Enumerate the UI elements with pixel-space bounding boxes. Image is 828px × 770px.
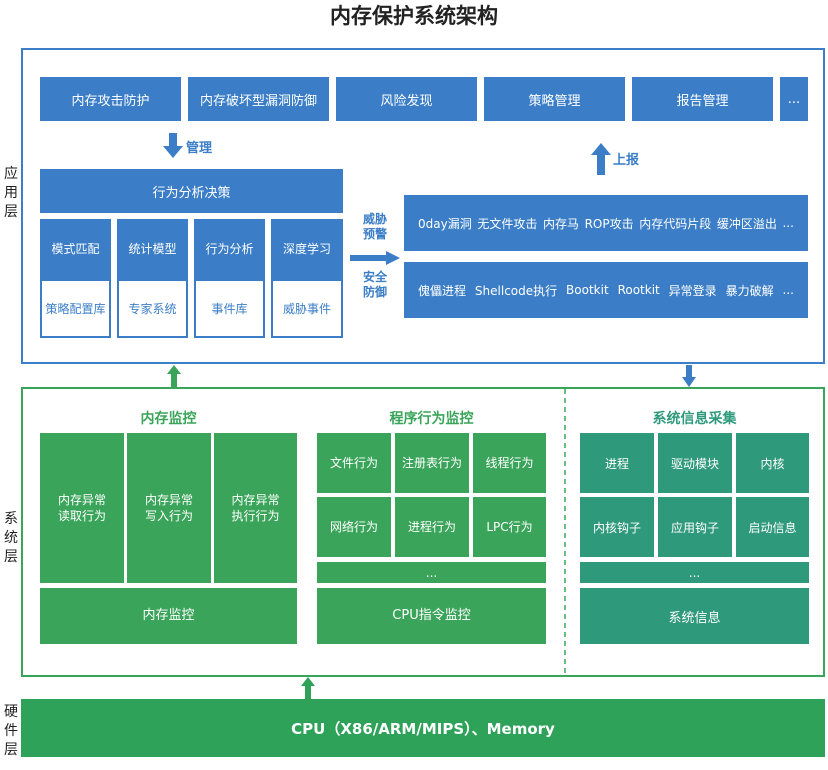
down-arrow-sysinfo <box>682 365 696 387</box>
defense-item: 傀儡进程 <box>418 283 467 298</box>
analysis-head-pattern: 模式匹配 <box>40 219 111 277</box>
top-item-more: ... <box>780 77 808 121</box>
registry-behavior-box: 注册表行为 <box>395 433 469 493</box>
analysis-cell-event-lib: 事件库 <box>196 281 263 336</box>
memory-exec-box: 内存异常 执行行为 <box>214 433 297 583</box>
driver-module-box: 驱动模块 <box>658 433 732 493</box>
hardware-bar: CPU（X86/ARM/MIPS）、Memory <box>21 699 825 757</box>
top-item-vuln-defense: 内存破坏型漏洞防御 <box>188 77 329 121</box>
top-item-policy-management: 策略管理 <box>484 77 625 121</box>
analysis-head-deep-learning: 深度学习 <box>271 219 343 277</box>
threat-item: 0day漏洞 <box>418 216 472 231</box>
decision-title-box: 行为分析决策 <box>40 169 343 213</box>
system-info-footer: 系统信息 <box>580 588 809 644</box>
program-monitor-title: 程序行为监控 <box>389 411 474 427</box>
report-label: 上报 <box>613 153 640 168</box>
right-arrow <box>350 251 400 265</box>
boot-info-box: 启动信息 <box>736 497 809 557</box>
process-behavior-box: 进程行为 <box>395 497 469 557</box>
thread-behavior-box: 线程行为 <box>473 433 546 493</box>
dashed-divider <box>564 389 566 675</box>
threat-item: ... <box>782 216 794 230</box>
kernel-box: 内核 <box>736 433 809 493</box>
analysis-head-behavior: 行为分析 <box>194 219 265 277</box>
threat-row: 0day漏洞 无文件攻击 内存马 ROP攻击 内存代码片段 缓冲区溢出 ... <box>404 195 808 251</box>
analysis-cell-expert-system: 专家系统 <box>119 281 186 336</box>
top-item-memory-attack: 内存攻击防护 <box>40 77 181 121</box>
threat-item: 内存代码片段 <box>639 216 712 231</box>
process-box: 进程 <box>580 433 654 493</box>
app-hook-box: 应用钩子 <box>658 497 732 557</box>
defense-item: Bootkit <box>566 283 609 297</box>
analysis-cell-threat-event: 威胁事件 <box>273 281 341 336</box>
report-arrow <box>591 143 611 175</box>
manage-label: 管理 <box>186 141 213 156</box>
analysis-head-statistics: 统计模型 <box>117 219 188 277</box>
diagram-title: 内存保护系统架构 <box>330 4 498 28</box>
program-ellipsis-box: ... <box>317 562 546 583</box>
network-behavior-box: 网络行为 <box>317 497 391 557</box>
threat-item: 缓冲区溢出 <box>716 216 777 231</box>
safety-defense-label: 安全 防御 <box>362 270 387 299</box>
up-arrow-memory <box>167 365 181 387</box>
memory-monitor-footer: 内存监控 <box>40 588 297 644</box>
memory-write-box: 内存异常 写入行为 <box>127 433 211 583</box>
top-item-report-management: 报告管理 <box>632 77 773 121</box>
defense-item: 暴力破解 <box>725 283 774 298</box>
kernel-hook-box: 内核钩子 <box>580 497 654 557</box>
defense-item: Shellcode执行 <box>474 283 558 298</box>
manage-arrow <box>163 133 183 158</box>
sysinfo-ellipsis-box: ... <box>580 562 809 583</box>
threat-item: 无文件攻击 <box>477 216 538 231</box>
memory-monitor-title: 内存监控 <box>140 411 197 427</box>
sysinfo-title: 系统信息采集 <box>652 411 737 427</box>
top-item-risk-discovery: 风险发现 <box>336 77 477 121</box>
layer-label-hardware: 硬件层 <box>4 704 18 758</box>
up-arrow-hardware <box>301 677 315 699</box>
defense-item: 异常登录 <box>668 283 717 298</box>
analysis-cell-policy-lib: 策略配置库 <box>42 281 109 336</box>
lpc-behavior-box: LPC行为 <box>473 497 546 557</box>
defense-item: Rootkit <box>617 283 660 297</box>
file-behavior-box: 文件行为 <box>317 433 391 493</box>
threat-item: ROP攻击 <box>584 216 634 231</box>
layer-label-system: 系统层 <box>4 511 18 565</box>
defense-item: ... <box>782 283 794 297</box>
memory-read-box: 内存异常 读取行为 <box>40 433 124 583</box>
defense-row: 傀儡进程 Shellcode执行 Bootkit Rootkit 异常登录 暴力… <box>404 262 808 318</box>
threat-warning-label: 威胁 预警 <box>362 212 387 241</box>
cpu-instruction-monitor-box: CPU指令监控 <box>317 588 546 644</box>
layer-label-app: 应用层 <box>4 166 18 220</box>
threat-item: 内存马 <box>542 216 579 231</box>
